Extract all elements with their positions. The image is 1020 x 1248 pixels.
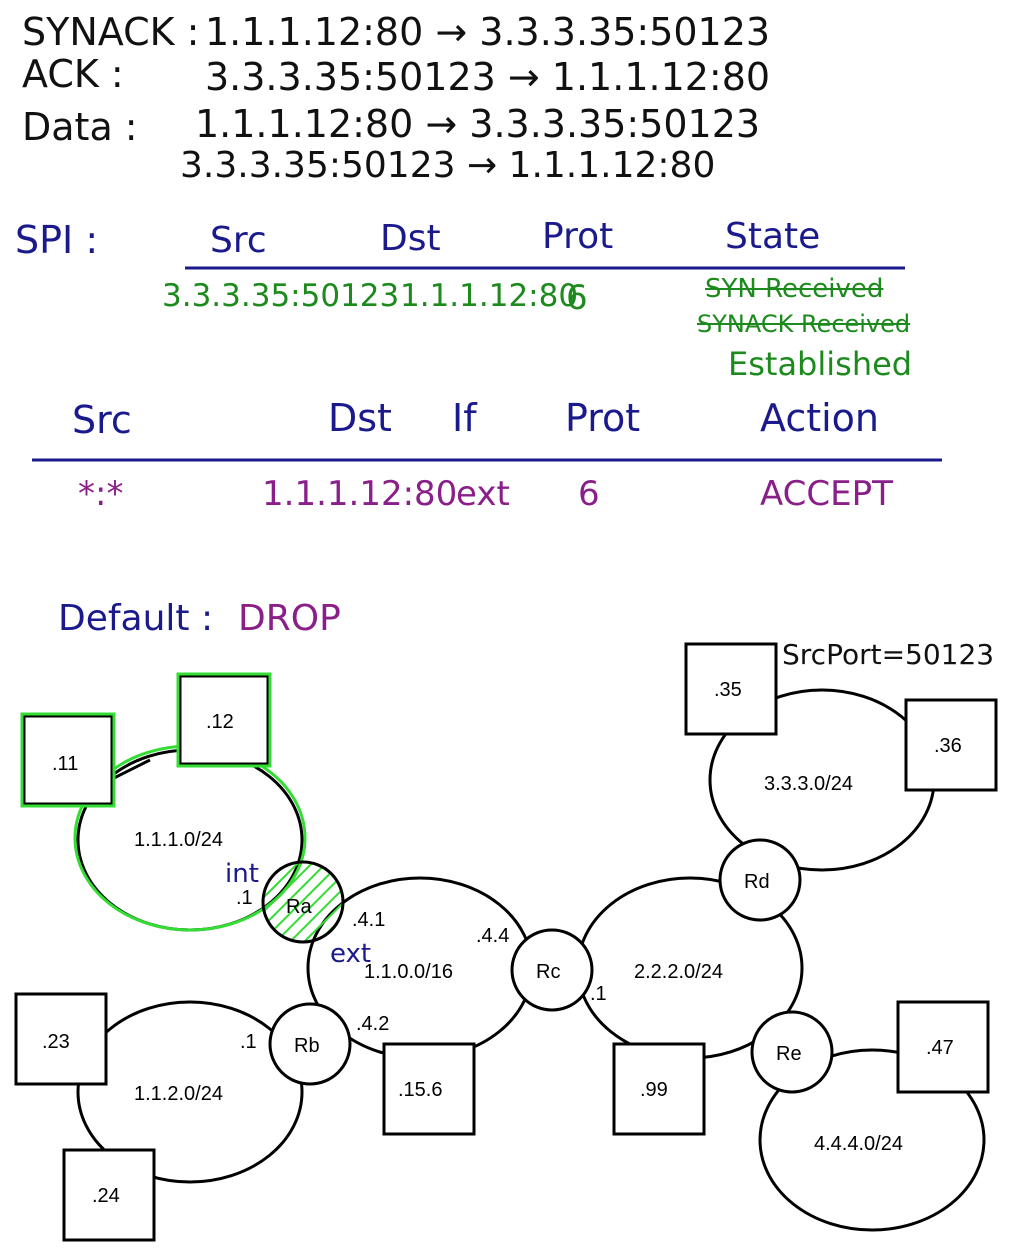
- host-12-box: [178, 674, 270, 766]
- rule-row-src: *:*: [78, 474, 124, 514]
- default-label: Default :: [58, 598, 214, 639]
- host-11-highlight: [20, 712, 116, 808]
- synack-label: SYNACK :: [22, 10, 200, 54]
- synack-flow: 1.1.1.12:80 → 3.3.3.35:50123: [205, 10, 771, 54]
- host-24-box: [62, 1148, 156, 1242]
- rule-header-if: If: [452, 396, 477, 440]
- rule-row-prot: 6: [578, 474, 600, 514]
- rule-header-action: Action: [760, 396, 880, 440]
- spi-header-dst: Dst: [380, 218, 441, 259]
- rule-row-if: ext: [456, 474, 510, 514]
- data-flow-2: 3.3.3.35:50123 → 1.1.1.12:80: [180, 145, 716, 186]
- host-11-box: [22, 714, 114, 806]
- router-re-circle: [750, 1010, 834, 1094]
- host-36-box: [904, 698, 998, 792]
- host-label-24: .24: [92, 1185, 120, 1207]
- spi-row-src: 3.3.3.35:50123: [162, 278, 400, 314]
- host-label-99: .99: [640, 1079, 668, 1101]
- subnet-label-3-3-3-0: 3.3.3.0/24: [764, 773, 853, 795]
- subnet-label-1-1-0-0: 1.1.0.0/16: [364, 961, 453, 983]
- host-99-box: [612, 1042, 706, 1136]
- spi-row-prot: 6: [566, 278, 588, 318]
- iface-rc-1: .1: [590, 983, 607, 1005]
- router-rd-circle: [718, 838, 802, 922]
- router-ra-circle: [261, 860, 345, 944]
- iface-ra-1: .1: [236, 887, 253, 909]
- host-35-box: [684, 642, 778, 736]
- spi-header-src: Src: [210, 220, 267, 261]
- subnet-label-1-1-1-0: 1.1.1.0/24: [134, 829, 223, 851]
- spi-state-synack: SYNACK Received: [697, 310, 911, 338]
- rule-row-dst: 1.1.1.12:80: [262, 474, 458, 514]
- host-12-highlight: [176, 672, 272, 768]
- router-label-rb: Rb: [294, 1035, 320, 1057]
- subnet-1-1-2-0-ellipse: [76, 1000, 304, 1184]
- default-value: DROP: [238, 598, 341, 639]
- iface-int-label: int: [225, 859, 259, 889]
- host-47-box: [896, 1000, 990, 1094]
- router-rc-circle: [510, 928, 594, 1012]
- iface-ext-label: ext: [330, 939, 371, 969]
- rule-row-action: ACCEPT: [760, 474, 893, 514]
- spi-state-syn: SYN Received: [705, 274, 884, 304]
- srcport-note: SrcPort=50123: [782, 638, 995, 671]
- iface-rc-4-4: .4.4: [476, 925, 509, 947]
- rule-header-dst: Dst: [328, 396, 392, 440]
- rule-header-src: Src: [72, 398, 132, 442]
- ack-label: ACK :: [22, 52, 124, 96]
- iface-ra-4-1: .4.1: [352, 909, 385, 931]
- subnet-label-4-4-4-0: 4.4.4.0/24: [814, 1133, 903, 1155]
- host-label-11: .11: [52, 753, 78, 775]
- router-label-re: Re: [776, 1043, 802, 1065]
- host-23-box: [14, 992, 108, 1086]
- subnet-4-4-4-0-ellipse: [758, 1048, 986, 1232]
- spi-header-prot: Prot: [542, 216, 614, 257]
- host-label-36: .36: [934, 735, 962, 757]
- subnet-label-1-1-2-0: 1.1.2.0/24: [134, 1083, 223, 1105]
- ack-flow: 3.3.3.35:50123 → 1.1.1.12:80: [205, 55, 771, 99]
- spi-state-established: Established: [728, 345, 913, 383]
- host-label-47: .47: [926, 1037, 954, 1059]
- data-flow-1: 1.1.1.12:80 → 3.3.3.35:50123: [195, 102, 761, 146]
- iface-rb-1: .1: [240, 1031, 257, 1053]
- host-label-15-6: .15.6: [398, 1079, 442, 1101]
- spi-header-state: State: [725, 216, 821, 257]
- router-rb-circle: [268, 1002, 352, 1086]
- host-15-6-box: [382, 1042, 476, 1136]
- rule-header-prot: Prot: [565, 396, 641, 440]
- spi-label: SPI :: [15, 218, 99, 262]
- host-label-35: .35: [714, 679, 742, 701]
- host-label-23: .23: [42, 1031, 70, 1053]
- host-label-12: .12: [206, 711, 234, 733]
- data-label: Data :: [22, 105, 138, 149]
- router-label-ra: Ra: [286, 896, 312, 918]
- iface-rb-4-2: .4.2: [356, 1013, 389, 1035]
- router-label-rc: Rc: [536, 961, 560, 983]
- spi-row-dst: 1.1.1.12:80: [400, 278, 579, 314]
- router-label-rd: Rd: [744, 871, 770, 893]
- subnet-label-2-2-2-0: 2.2.2.0/24: [634, 961, 723, 983]
